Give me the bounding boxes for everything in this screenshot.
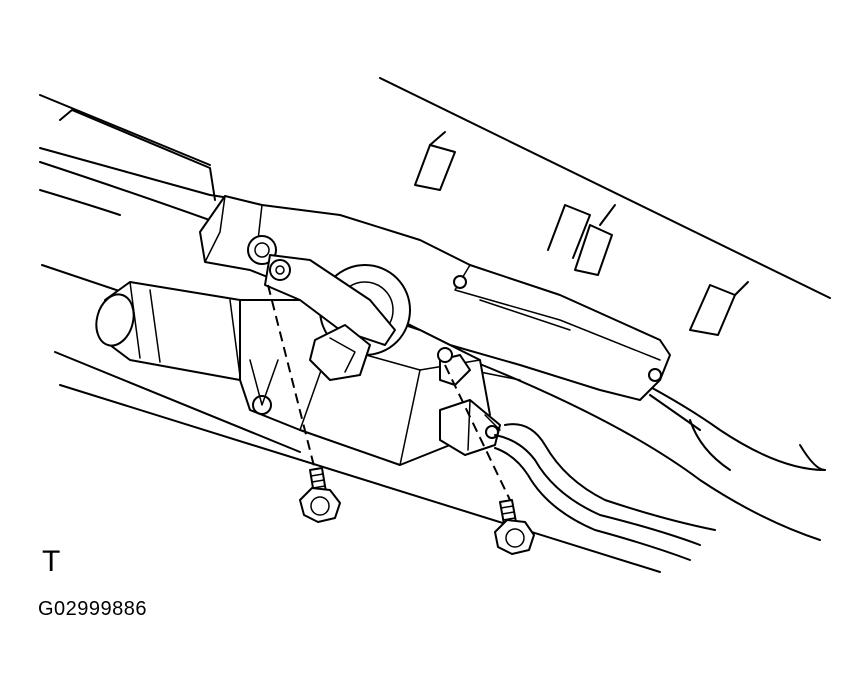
- wire-harness: [494, 423, 716, 561]
- figure-code: G02999886: [38, 598, 148, 620]
- bolt-alignment-lines: [267, 284, 511, 501]
- bolt-right: [494, 499, 535, 555]
- corner-letter: T: [42, 545, 61, 578]
- panel-ribs: [59, 109, 749, 336]
- wiper-motor: [95, 254, 501, 466]
- bolt-left: [299, 467, 341, 523]
